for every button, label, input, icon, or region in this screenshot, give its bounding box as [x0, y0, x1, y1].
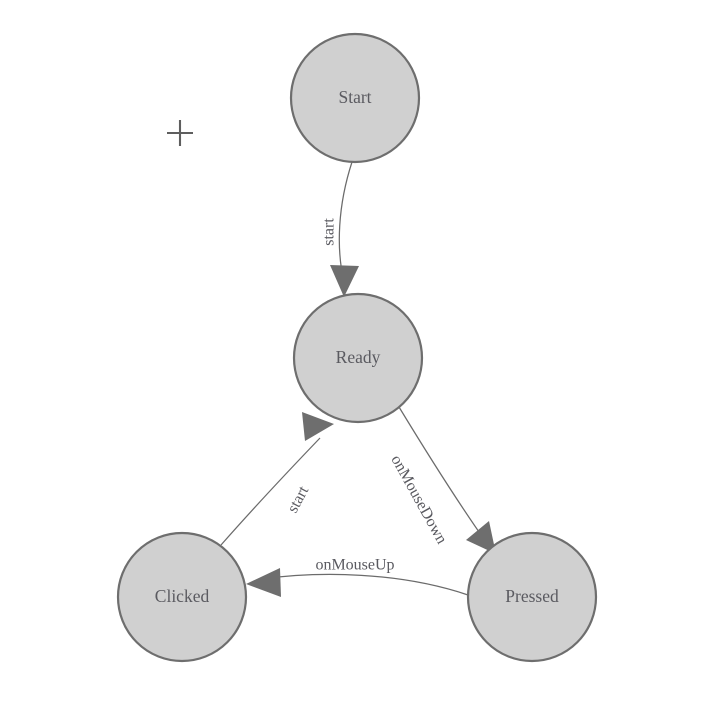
edge-label-ready-to-pressed: onMouseDown	[387, 452, 450, 547]
edge-start-to-ready[interactable]: start	[321, 161, 359, 297]
edge-label-start-to-ready: start	[321, 218, 338, 246]
state-node-pressed[interactable]: Pressed	[466, 531, 598, 663]
edge-pressed-to-clicked[interactable]: onMouseUp	[246, 557, 469, 597]
edge-label-clicked-to-ready: start	[284, 483, 312, 516]
state-node-start[interactable]: Start	[289, 32, 421, 164]
edge-line-pressed-to-clicked	[261, 573, 469, 596]
edge-ready-to-pressed[interactable]: onMouseDown	[387, 406, 496, 554]
state-node-ready[interactable]: Ready	[292, 292, 424, 424]
state-node-clicked[interactable]: Clicked	[116, 531, 248, 663]
state-node-start-circle[interactable]	[289, 32, 421, 164]
arrowhead-into-ready-bottom	[302, 412, 334, 441]
state-node-clicked-circle[interactable]	[116, 531, 248, 663]
edge-line-start-to-ready	[338, 161, 353, 283]
state-node-pressed-circle[interactable]	[466, 531, 598, 663]
arrowhead-into-pressed	[466, 521, 496, 554]
edge-label-pressed-to-clicked: onMouseUp	[315, 557, 394, 574]
edge-line-clicked-to-ready	[220, 437, 321, 546]
crosshair-icon	[167, 120, 193, 146]
arrowhead-into-ready-top	[330, 265, 359, 297]
arrowhead-into-clicked	[246, 568, 281, 597]
edge-line-ready-to-pressed	[398, 406, 487, 543]
edge-clicked-to-ready[interactable]: start	[220, 412, 334, 546]
state-node-ready-circle[interactable]	[292, 292, 424, 424]
